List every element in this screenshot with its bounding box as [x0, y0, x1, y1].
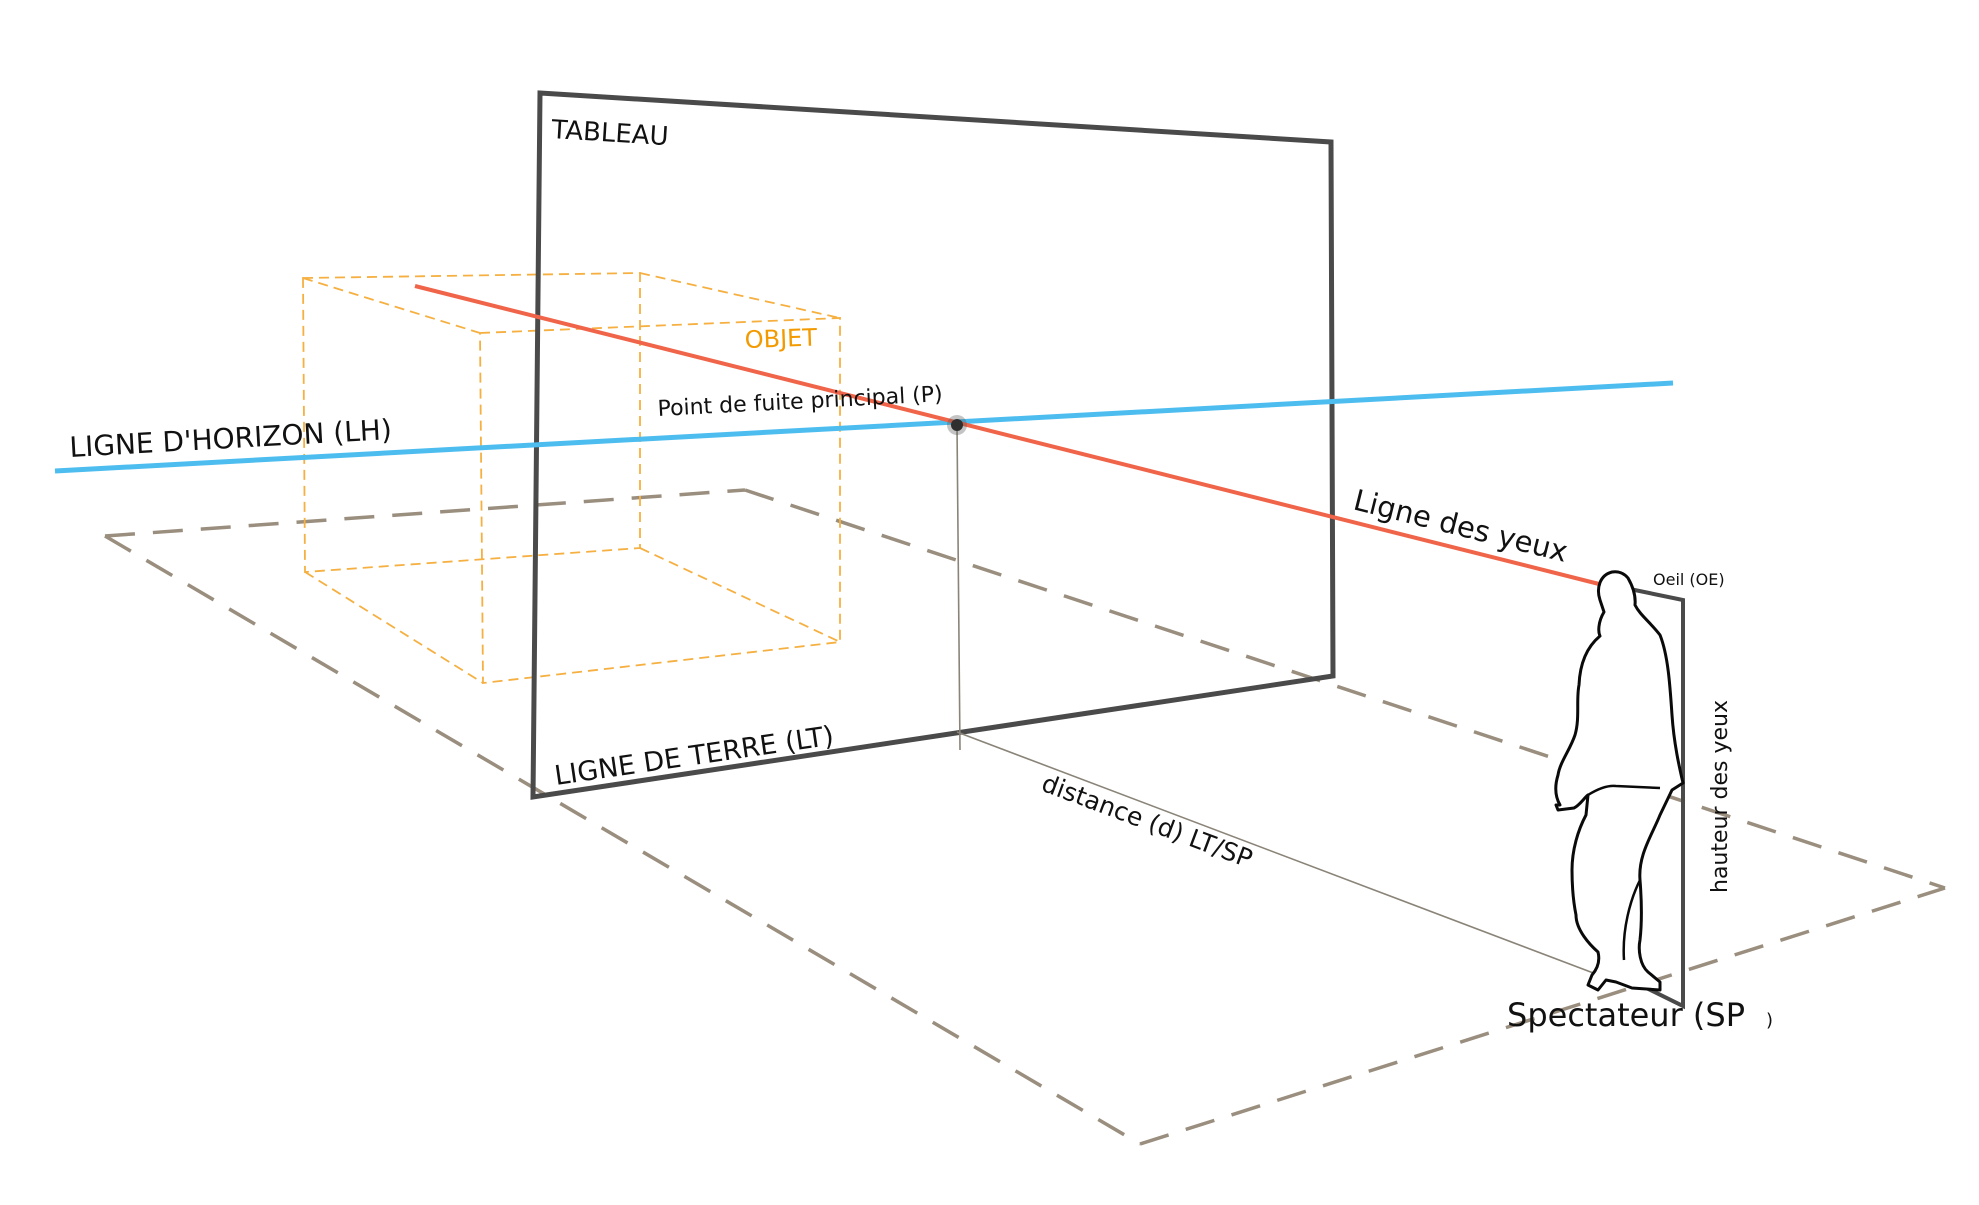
eye-height-label: hauteur des yeux [1708, 700, 1733, 893]
object-cube-edge [304, 571, 484, 684]
ground-plane [104, 488, 1946, 1146]
eye-label: Oeil (OE) [1653, 570, 1725, 589]
ground-plane-back-right-edge [744, 488, 1946, 890]
vanishing-point [951, 419, 963, 431]
vanishing-point-drop-line [956, 424, 961, 751]
person-silhouette-icon [1554, 570, 1685, 1010]
spectator-label-close: ) [1766, 1010, 1773, 1031]
horizon-line [54, 380, 1674, 474]
object-cube [302, 272, 841, 685]
object-cube-edge [639, 547, 841, 643]
eye-line-label: Ligne des yeux [1350, 483, 1571, 569]
spectator-arm-detail [1587, 784, 1661, 797]
distance-label: distance (d) LT/SP [1038, 768, 1256, 873]
ground-plane-left-edge [104, 534, 1141, 1146]
spectator-label: Spectateur (SP [1507, 996, 1745, 1034]
vanishing-point-label: Point de fuite principal (P) [657, 382, 943, 422]
dot-icon [947, 415, 967, 435]
ground-line-label: LIGNE DE TERRE (LT) [553, 721, 836, 792]
picture-plane-frame [530, 90, 1336, 800]
object-cube-front-face [479, 317, 841, 685]
eye-line [414, 284, 1604, 587]
spectator-leg-detail [1622, 879, 1642, 961]
distance-line [956, 731, 1626, 986]
objet-label: OBJET [744, 323, 818, 354]
object-cube-edge [302, 277, 481, 334]
ground-plane-back-left-edge [104, 488, 746, 538]
tableau-label: TABLEAU [550, 115, 670, 152]
spectator-silhouette [1554, 570, 1685, 992]
object-cube-edge [639, 272, 841, 319]
